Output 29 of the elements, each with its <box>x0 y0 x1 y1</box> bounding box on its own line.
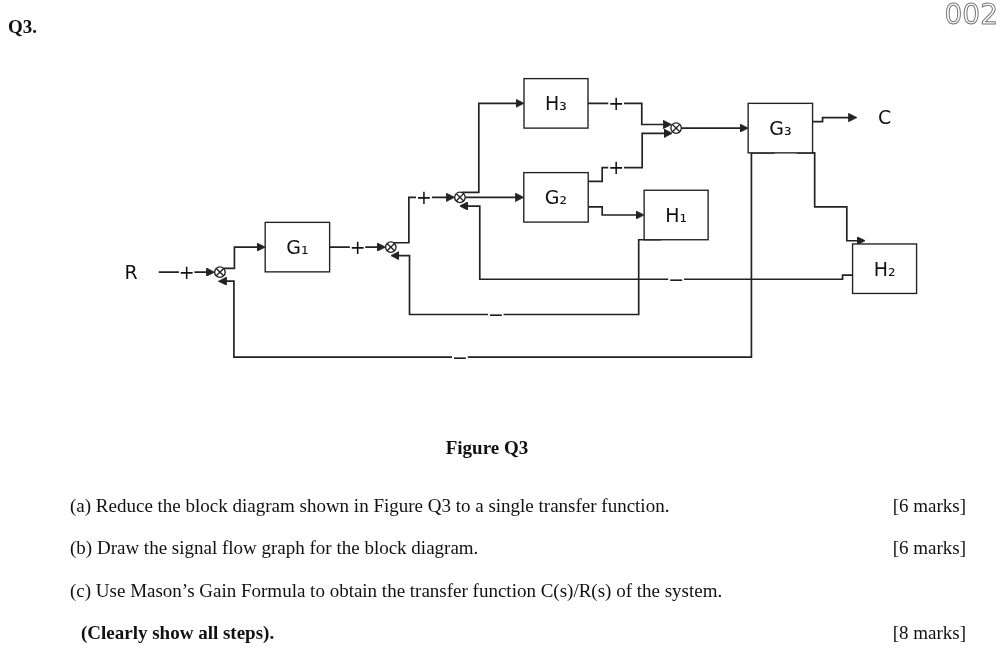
node-text: R <box>124 261 138 284</box>
question-text: (c) Use Mason’s Gain Formula to obtain the transfer function C(s)/R(s) of the system. <box>70 579 723 603</box>
arrow <box>460 98 525 194</box>
edge-label: − <box>668 268 685 291</box>
question-text: (b) Draw the signal flow graph for the block diagram. <box>70 536 479 560</box>
edge-label: + <box>608 92 625 115</box>
node-box: H₃ <box>523 77 589 129</box>
node-text: C <box>877 106 892 129</box>
marks: [6 marks] <box>892 494 966 518</box>
edge-label: + <box>608 156 625 179</box>
question-text: (a) Reduce the block diagram shown in Figure Q3 to a single transfer function. <box>70 494 670 518</box>
marks: [6 marks] <box>892 536 966 560</box>
figure-caption: Figure Q3 <box>444 437 530 459</box>
question-note: (Clearly show all steps). <box>81 621 275 645</box>
node-box: G₃ <box>747 102 814 154</box>
arrow <box>222 242 266 270</box>
node-box: G₂ <box>523 171 589 223</box>
node-box: H₂ <box>851 243 918 295</box>
marks: [8 marks] <box>892 621 966 645</box>
node-box: G₁ <box>264 221 331 273</box>
edge-label: + <box>178 261 195 284</box>
edge-label: − <box>487 303 504 326</box>
question-number: Q3. <box>8 16 38 38</box>
edge-label: − <box>451 346 468 369</box>
arrow <box>680 123 749 133</box>
edge-label: + <box>349 236 366 259</box>
page-number: 002 <box>944 0 998 30</box>
node-box: H₁ <box>643 189 709 241</box>
edge-label: + <box>416 186 432 209</box>
